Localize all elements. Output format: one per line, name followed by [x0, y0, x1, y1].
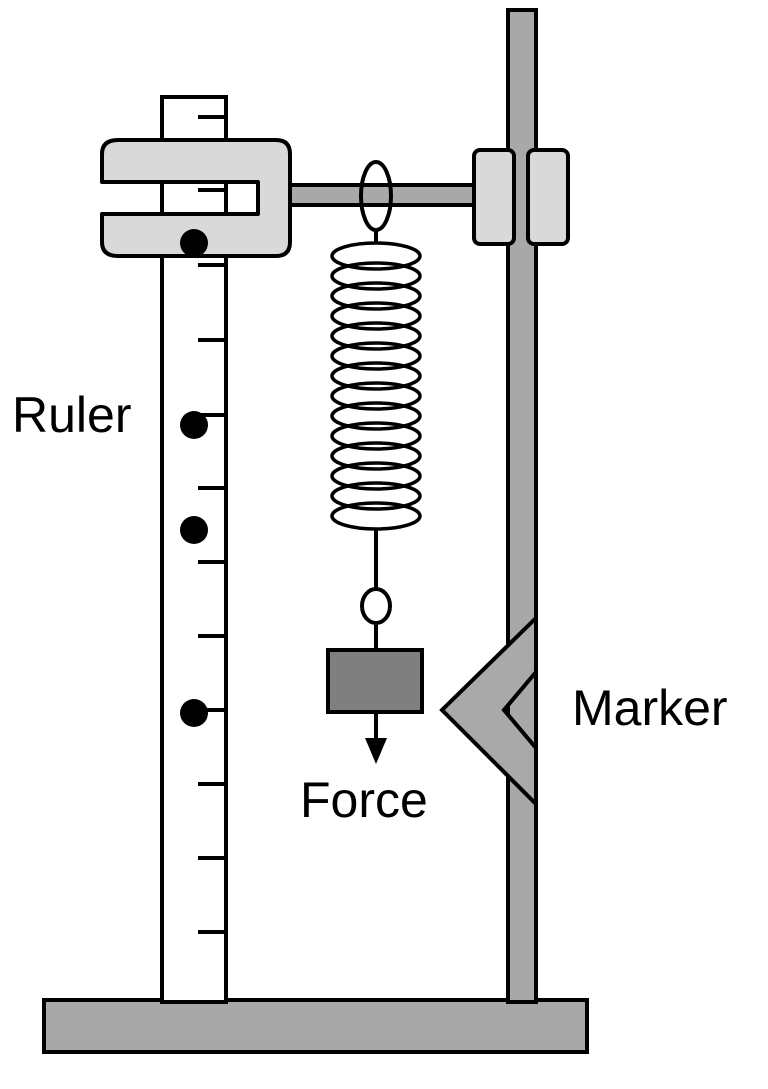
hanging-mass: [326, 648, 424, 714]
spring-coil: [330, 481, 422, 511]
horizontal-arm: [286, 183, 478, 207]
spring-coil: [330, 501, 422, 531]
marker: [439, 613, 538, 809]
spring-coil: [330, 281, 422, 311]
ruler-dot: [180, 411, 208, 439]
spring-bottom-loop: [360, 587, 392, 625]
ruler-clamp: [100, 138, 292, 258]
rod-clamp-right: [526, 148, 570, 246]
ruler-dot: [180, 229, 208, 257]
spring-coil: [330, 261, 422, 291]
spring-coil: [330, 301, 422, 331]
rod-clamp-left: [472, 148, 516, 246]
force-label: Force: [300, 772, 428, 828]
ruler-dot: [180, 516, 208, 544]
spring-coil: [330, 441, 422, 471]
ruler-dot: [180, 699, 208, 727]
ruler-label: Ruler: [12, 387, 132, 443]
spring-coil: [330, 381, 422, 411]
spring-coil: [330, 421, 422, 451]
spring-coil: [330, 461, 422, 491]
spring-coil: [330, 341, 422, 371]
marker-label: Marker: [572, 680, 728, 736]
spring-coil: [330, 241, 422, 271]
spring-coil: [330, 321, 422, 351]
spring-coil: [330, 401, 422, 431]
stand-base: [42, 998, 589, 1054]
spring-coil: [330, 361, 422, 391]
force-arrow-head: [365, 738, 387, 764]
spring: [330, 241, 422, 531]
